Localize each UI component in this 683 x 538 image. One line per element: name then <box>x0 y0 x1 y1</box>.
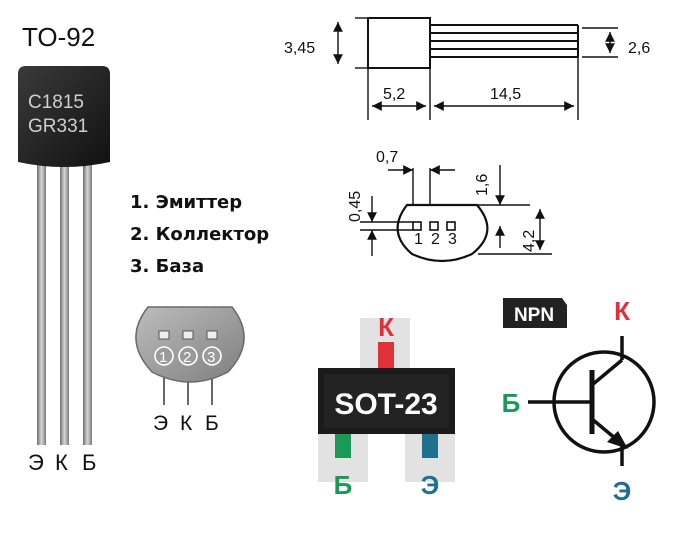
npn-symbol <box>503 298 656 466</box>
photo-pin-label-2: К <box>55 450 68 475</box>
bottom-pin-label-3: Б <box>205 412 219 435</box>
pin-circle-3 <box>202 346 222 366</box>
chip-body <box>18 66 110 167</box>
side-body-outline <box>367 17 431 69</box>
symbol-emitter-label: Э <box>613 476 632 506</box>
sot23-name: SOT-23 <box>334 388 437 421</box>
sot23-collector-label: К <box>378 312 394 342</box>
bottom-outline <box>396 203 489 263</box>
bottom-pin-number-3: 3 <box>448 231 457 248</box>
bottom-3d-body <box>135 306 245 383</box>
legend-item-2: 2. Коллектор <box>130 224 269 245</box>
pin-circle-1 <box>154 346 174 366</box>
bottom-pin-label-2: К <box>180 412 193 435</box>
sot23-base-label: Б <box>334 470 353 500</box>
legend-item-3: 3. База <box>130 256 204 277</box>
dim-lead-width: 0,45 <box>347 191 364 222</box>
dim-lead-length: 14,5 <box>490 86 521 103</box>
sot23-pin-base <box>335 432 351 458</box>
dim-body-height: 3,45 <box>284 40 315 57</box>
emitter-arrow-icon <box>607 431 628 449</box>
dim-body-width: 5,2 <box>383 86 405 103</box>
lead-emitter <box>37 160 46 445</box>
npn-badge-text: NPN <box>514 305 554 326</box>
symbol-base-label: Б <box>502 388 521 418</box>
npn-badge <box>503 298 567 328</box>
dim-top-height: 1,6 <box>474 174 491 196</box>
sot23-emitter-label: Э <box>421 470 440 500</box>
dim-total-height: 4,2 <box>521 230 538 252</box>
dim-pin-spacing: 0,7 <box>376 149 398 166</box>
bottom-view-drawing <box>360 165 552 263</box>
pin-circle-number-2: 2 <box>183 349 191 366</box>
photo-pin-label-3: Б <box>82 450 96 475</box>
dim-lead-thickness: 2,6 <box>628 40 650 57</box>
side-view-drawing <box>333 17 618 120</box>
pin-legend: 1. Эмиттер 2. Коллектор 3. База <box>130 192 269 277</box>
package-title: TO-92 <box>22 22 95 52</box>
bottom-pin-number-2: 2 <box>431 231 440 248</box>
legend-item-1: 1. Эмиттер <box>130 192 242 213</box>
sot23-pin-collector <box>378 342 394 370</box>
pin-circle-number-1: 1 <box>159 349 167 366</box>
bottom-pin-label-1: Э <box>153 412 168 435</box>
lead-base <box>83 160 92 445</box>
sot23-pin-emitter <box>422 432 438 458</box>
pin-circle-number-3: 3 <box>207 349 215 366</box>
chip-marking-line1: C1815 <box>28 92 84 113</box>
chip-marking-line2: GR331 <box>28 116 88 137</box>
to92-photo: TO-92 C1815 GR331 Э К Б <box>18 22 110 475</box>
collector-line <box>590 358 624 387</box>
symbol-collector-label: К <box>614 296 630 326</box>
lead-collector <box>60 160 69 445</box>
bottom-view-3d <box>135 306 245 405</box>
pin-circle-2 <box>178 346 198 366</box>
photo-pin-label-1: Э <box>28 450 44 475</box>
bottom-pin-number-1: 1 <box>414 231 423 248</box>
sot23-package <box>318 318 455 482</box>
